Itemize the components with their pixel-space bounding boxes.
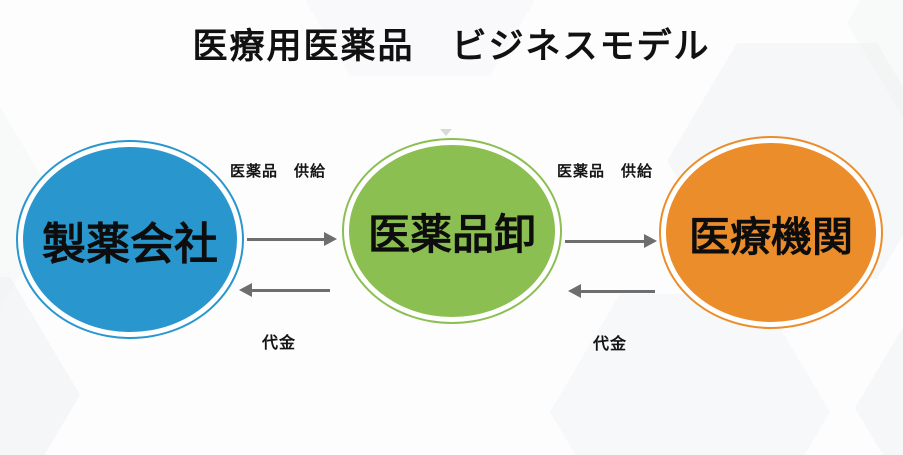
flow-label-payment: 代金 — [262, 335, 297, 352]
node-pharmaceutical-wholesaler: 医薬品卸 — [342, 138, 562, 324]
node-label: 製薬会社 — [42, 219, 218, 269]
page-title: 医療用医薬品 ビジネスモデル — [192, 27, 711, 66]
node-label: 医薬品卸 — [367, 210, 536, 258]
arrow-left-icon — [568, 284, 655, 298]
node-pharmaceutical-company: 製薬会社 — [16, 140, 244, 339]
arrow-right-icon — [565, 234, 657, 248]
flow-label-supply: 医薬品 供給 — [557, 163, 654, 180]
node-circle-fill: 医療機関 — [666, 143, 876, 322]
arrow-right-icon — [247, 232, 337, 246]
node-medical-institution: 医療機関 — [659, 136, 883, 329]
arrow-left-icon — [239, 283, 330, 297]
flow-label-supply: 医薬品 供給 — [230, 163, 327, 180]
node-label: 医療機関 — [689, 213, 853, 260]
node-circle-fill: 医薬品卸 — [349, 145, 555, 317]
flow-label-payment: 代金 — [593, 336, 628, 353]
node-circle-fill: 製薬会社 — [23, 147, 237, 332]
background-hexagon — [855, 290, 903, 455]
shape-handle-triangle — [440, 129, 452, 136]
